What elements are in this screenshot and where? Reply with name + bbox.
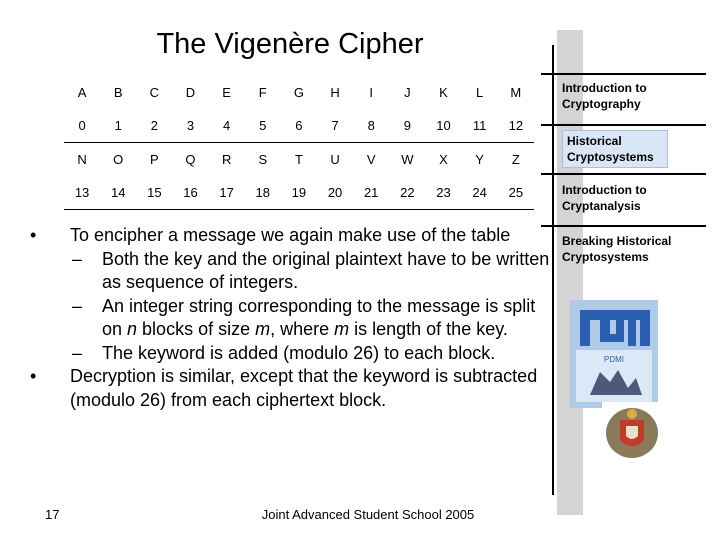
table-cell: 0 [64, 109, 101, 143]
table-cell: 8 [353, 109, 390, 143]
sidebar-divider [552, 45, 554, 495]
table-cell: 21 [353, 176, 390, 210]
pdmi-label: PDMI [604, 355, 624, 364]
table-cell: 23 [425, 176, 462, 210]
table-cell: Z [511, 152, 520, 167]
tum-logo-panel: PDMI [570, 300, 658, 408]
table-cell: 17 [208, 176, 245, 210]
table-cell: F [258, 85, 267, 100]
table-cell: Q [185, 152, 196, 167]
bullet-item: • To encipher a message we again make us… [30, 224, 550, 248]
table-cell: 24 [461, 176, 498, 210]
table-cell: E [222, 85, 231, 100]
table-cell: 11 [461, 109, 498, 143]
table-cell: 6 [280, 109, 317, 143]
table-cell: S [258, 152, 268, 167]
table-cell: L [476, 85, 484, 100]
table-cell: 22 [389, 176, 426, 210]
sub-bullet-item: – Both the key and the original plaintex… [72, 248, 550, 293]
bullet-item: • Decryption is similar, except that the… [30, 366, 538, 410]
nav-item-breaking-historical-cryptosystems[interactable]: Breaking Historical Cryptosystems [562, 234, 672, 264]
nav-item-historical-cryptosystems[interactable]: Historical Cryptosystems [562, 130, 668, 168]
sub-bullet-item: – An integer string corresponding to the… [72, 295, 536, 340]
table-cell: R [221, 152, 232, 167]
table-cell: 3 [172, 109, 209, 143]
table-cell: J [404, 85, 411, 100]
coat-of-arms-icon [602, 402, 662, 464]
table-cell: I [369, 85, 373, 100]
table-cell: O [113, 152, 124, 167]
table-cell: 13 [64, 176, 101, 210]
table-cell: T [294, 152, 303, 167]
table-cell: M [510, 85, 522, 100]
nav-item-introduction-to-cryptanalysis[interactable]: Introduction to Cryptanalysis [562, 183, 647, 213]
nav-rule [541, 173, 706, 175]
table-cell: 4 [208, 109, 245, 143]
bullet-dot-icon: • [30, 366, 37, 386]
table-cell: Y [475, 152, 484, 167]
table-cell: 1 [100, 109, 137, 143]
table-cell: D [185, 85, 196, 100]
table-cell: 2 [136, 109, 173, 143]
table-cell: B [113, 85, 123, 100]
slide-title: The Vigenère Cipher [156, 28, 424, 60]
table-row: N O P Q R S T U V W X Y Z [64, 143, 534, 177]
table-cell: X [439, 152, 448, 167]
dash-icon: – [72, 248, 83, 269]
table-cell: 15 [136, 176, 173, 210]
nav-item-introduction-to-cryptography[interactable]: Introduction to Cryptography [562, 81, 647, 111]
nav-rule [541, 73, 706, 75]
table-cell: 25 [497, 176, 534, 210]
sidebar-strip [557, 30, 583, 515]
bullet-list: • To encipher a message we again make us… [30, 224, 550, 412]
slide-number: 17 [45, 507, 60, 522]
dash-icon: – [72, 295, 83, 316]
table-cell: W [401, 152, 414, 167]
table-cell: U [330, 152, 340, 167]
table-cell: 19 [280, 176, 317, 210]
footer-text: Joint Advanced Student School 2005 [261, 507, 475, 522]
table-row: A B C D E F G H I J K L M [64, 76, 534, 109]
table-cell: 12 [497, 109, 534, 143]
tum-logo-icon: PDMI [576, 310, 652, 402]
table-cell: H [330, 85, 340, 100]
table-cell: N [77, 152, 87, 167]
table-cell: P [150, 152, 159, 167]
bullet-dot-icon: • [30, 225, 37, 245]
table-cell: 10 [425, 109, 462, 143]
table-cell: G [293, 85, 304, 100]
table-cell: V [366, 152, 376, 167]
table-cell: 20 [316, 176, 354, 210]
table-cell: 16 [172, 176, 209, 210]
table-cell: 14 [100, 176, 137, 210]
sub-bullet-item: – The keyword is added (modulo 26) to ea… [30, 342, 550, 366]
nav-rule [541, 225, 706, 227]
table-cell: C [149, 85, 160, 100]
table-cell: 9 [389, 109, 426, 143]
table-cell: A [77, 85, 87, 100]
nav-rule [541, 124, 706, 126]
table-cell: 18 [244, 176, 281, 210]
table-cell: 7 [316, 109, 354, 143]
table-cell: K [439, 85, 448, 100]
dash-icon: – [72, 342, 83, 363]
table-cell: 5 [244, 109, 281, 143]
